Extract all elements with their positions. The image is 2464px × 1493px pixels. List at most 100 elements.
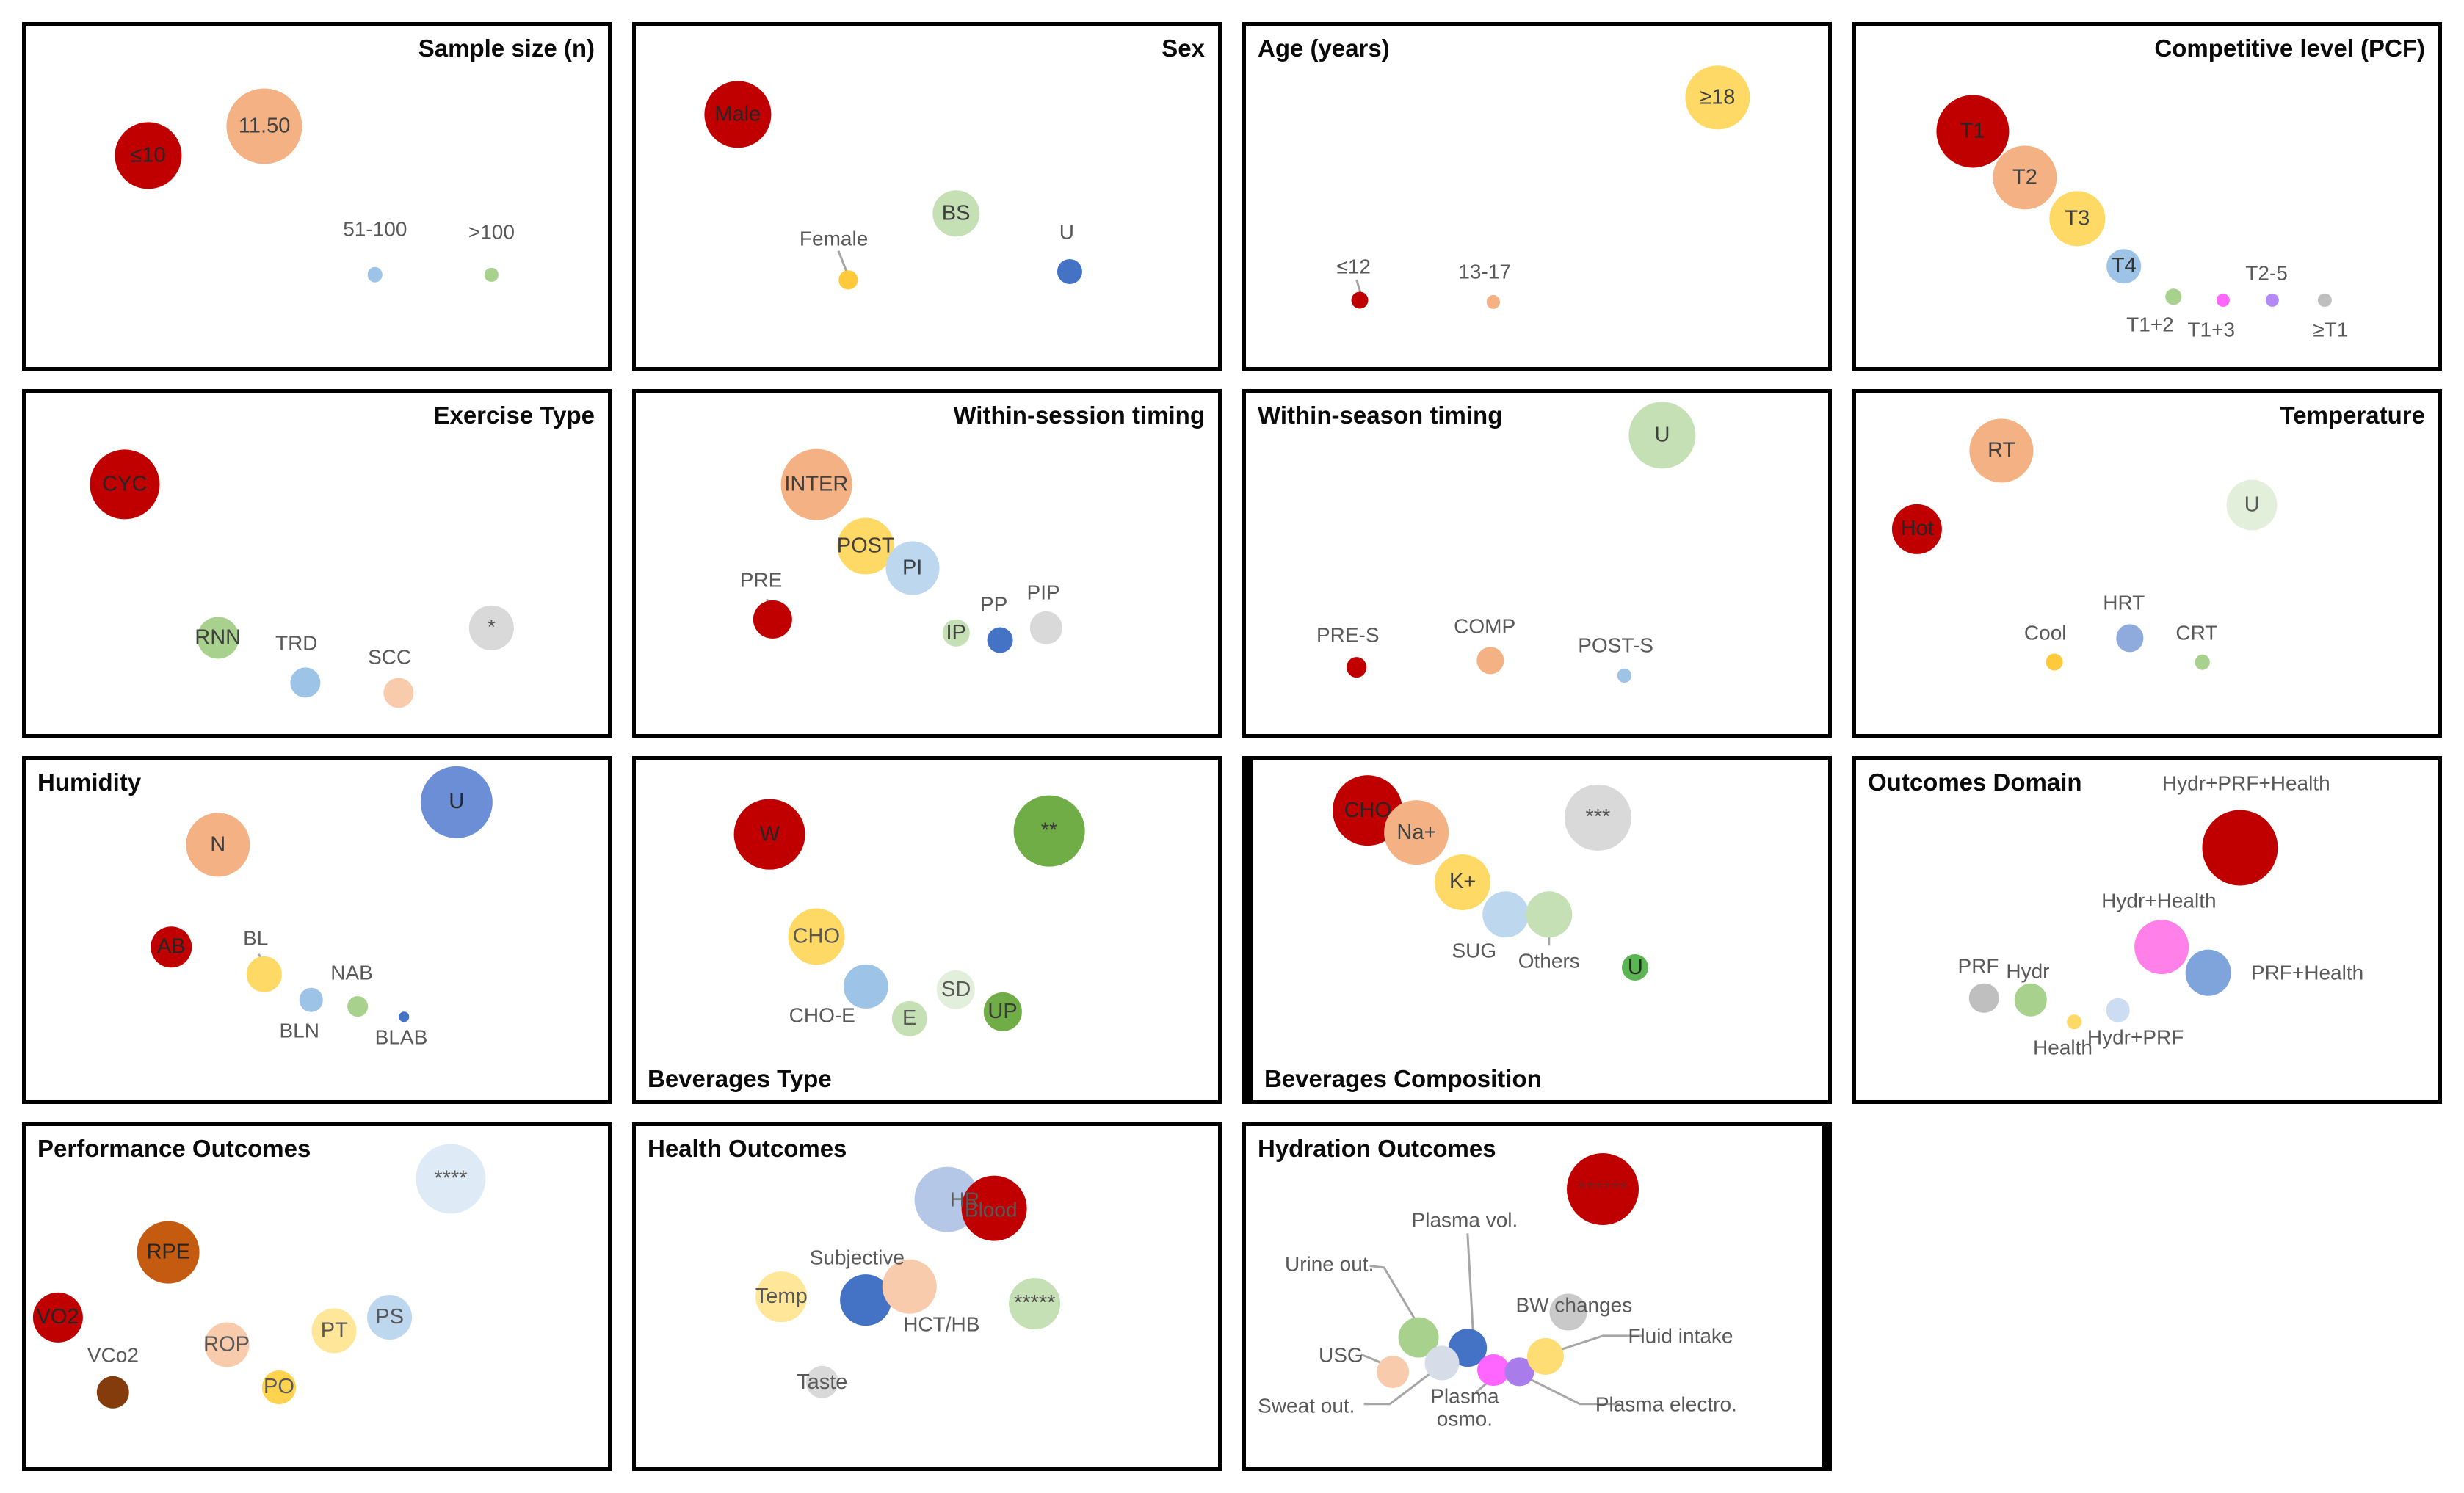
bubble-label-fluid-intake: Fluid intake <box>1628 1324 1733 1348</box>
bubble-label-hydr+prf: Hydr+PRF <box>2087 1025 2184 1049</box>
bubble-cyc-4-0: CYC <box>90 449 160 520</box>
bubble-label-cho-e: CHO-E <box>789 1003 855 1027</box>
leader-lines <box>636 26 1218 367</box>
bubble-unlabeled-0-3 <box>485 268 499 282</box>
bubble-unlabeled-0-2 <box>367 266 383 283</box>
bubble-unlabeled-4-3 <box>383 678 414 708</box>
bubble-u-10-6: U <box>1622 953 1649 981</box>
bubble-unlabeled-11-3 <box>1969 983 1999 1014</box>
bubble-label-pre: PRE <box>739 568 783 592</box>
leader-line <box>1364 1365 1442 1404</box>
bubble-label-sweat-out: Sweat out. <box>1258 1394 1355 1417</box>
bubble-label-bl: BL <box>243 926 269 950</box>
bubble-label-blab: BLAB <box>374 1025 428 1049</box>
bubble-unlabeled-10-4 <box>1526 891 1573 938</box>
bubble-t1-3-0: T1 <box>1936 95 2010 168</box>
bubble-unlabeled-11-2 <box>2185 949 2232 996</box>
bubble-unlabeled-11-0 <box>2202 810 2278 886</box>
bubble-label-plasma-osmo: Plasma osmo. <box>1430 1384 1499 1431</box>
bubble-pt-12-6: PT <box>311 1308 357 1354</box>
bubble-starstarstarstarstar-13-5: ***** <box>1009 1278 1061 1329</box>
bubble-unlabeled-5-6 <box>1029 611 1063 644</box>
bubble-unlabeled-11-6 <box>2106 998 2131 1022</box>
bubble-label-nab: NAB <box>330 961 373 984</box>
bubble-unlabeled-3-6 <box>2265 293 2280 308</box>
bubble-unlabeled-14-5 <box>1477 1354 1510 1387</box>
leader-line <box>838 251 847 273</box>
bubble-label-13-17: 13-17 <box>1458 259 1511 283</box>
bubble-label-usg: USG <box>1319 1343 1363 1366</box>
bubble-star-4-4: * <box>469 606 514 650</box>
bubble-label-subjective: Subjective <box>809 1246 905 1269</box>
bubble-label-cool: Cool <box>2023 621 2067 644</box>
bubble-unlabeled-1-3 <box>1057 258 1082 284</box>
panel-title-outcomes-domain: Outcomes Domain <box>1868 768 2082 796</box>
bubble-u-6-0: U <box>1628 402 1696 469</box>
bubble-rnn-4-1: RNN <box>195 617 241 659</box>
leader-lines <box>26 760 608 1101</box>
leader-line <box>1370 1266 1419 1326</box>
bubble-label-hct-hb: HCT/HB <box>903 1312 980 1336</box>
panel-title-competitive-level-pcf: Competitive level (PCF) <box>2154 34 2425 62</box>
bubble-label-health: Health <box>2033 1036 2092 1059</box>
panel-title-within-session-timing: Within-session timing <box>953 401 1205 429</box>
panel-title-exercise-type: Exercise Type <box>433 401 595 429</box>
leader-line <box>1551 1336 1643 1353</box>
bubble-label-u: U <box>1059 220 1074 244</box>
bubble-unlabeled-10-3 <box>1482 891 1529 938</box>
panel-title-performance-outcomes: Performance Outcomes <box>37 1135 311 1163</box>
bubble-label-hydr+health: Hydr+Health <box>2101 889 2217 912</box>
bubble-label-trd: TRD <box>275 631 318 655</box>
leader-line <box>1468 1234 1474 1338</box>
bubble-bs-1-1: BS <box>932 189 979 237</box>
bubble-label-bln: BLN <box>279 1019 319 1042</box>
bubble-label-prf+health: PRF+Health <box>2250 961 2364 984</box>
bubble-unlabeled-7-4 <box>2046 653 2063 671</box>
bubble-u-7-2: U <box>2226 479 2278 531</box>
bubble-label-crt: CRT <box>2175 621 2218 644</box>
bubble-label-t1: ≥T1 <box>2313 317 2349 341</box>
bubble-label-others: Others <box>1518 949 1580 973</box>
bubble-unlabeled-13-1 <box>961 1175 1027 1241</box>
panel-title-sample-size-n: Sample size (n) <box>418 34 595 62</box>
bubble-label-t2-5: T2-5 <box>2245 261 2288 285</box>
bubble-label-hrt: HRT <box>2103 590 2145 614</box>
bubble-10-0-0: ≤10 <box>114 122 182 189</box>
panel-title-within-season-timing: Within-season timing <box>1258 401 1503 429</box>
bubble-taste-13-6: Taste <box>797 1365 847 1399</box>
bubble-unlabeled-6-3 <box>1617 669 1631 683</box>
bubble-unlabeled-12-3 <box>96 1376 130 1409</box>
bubble-unlabeled-9-3 <box>844 964 888 1009</box>
bubble-unlabeled-14-3 <box>1376 1355 1409 1388</box>
panel-title-humidity: Humidity <box>37 768 142 796</box>
bubble-unlabeled-1-2 <box>838 270 858 289</box>
panel-title-hydration-outcomes: Hydration Outcomes <box>1258 1135 1496 1163</box>
leader-lines <box>1246 1126 1822 1467</box>
bubble-label-pip: PIP <box>1026 580 1060 603</box>
panel-title-sex: Sex <box>1162 34 1205 62</box>
bubble-label-hr: HR <box>949 1188 980 1211</box>
bubble-unlabeled-2-2 <box>1486 295 1501 309</box>
bubble-u-8-0: U <box>420 766 493 838</box>
bubble-label-hydr: Hydr <box>2006 959 2050 982</box>
bubble-label-scc: SCC <box>368 645 412 669</box>
bubble-starstarstarstarstarstar-14-0: ****** <box>1567 1153 1639 1226</box>
leader-line <box>1525 1377 1620 1404</box>
bubble-unlabeled-14-4 <box>1424 1345 1460 1381</box>
bubble-label-urine-out: Urine out. <box>1284 1252 1374 1276</box>
panel-title-temperature: Temperature <box>2280 401 2425 429</box>
bubble-vo2-12-2: VO2 <box>32 1292 83 1343</box>
bubble-t3-3-2: T3 <box>2049 190 2105 247</box>
bubble-11-50-0-1: 11.50 <box>226 88 302 164</box>
bubble-unlabeled-8-3 <box>246 956 283 992</box>
bubble-rpe-12-1: RPE <box>137 1221 200 1284</box>
